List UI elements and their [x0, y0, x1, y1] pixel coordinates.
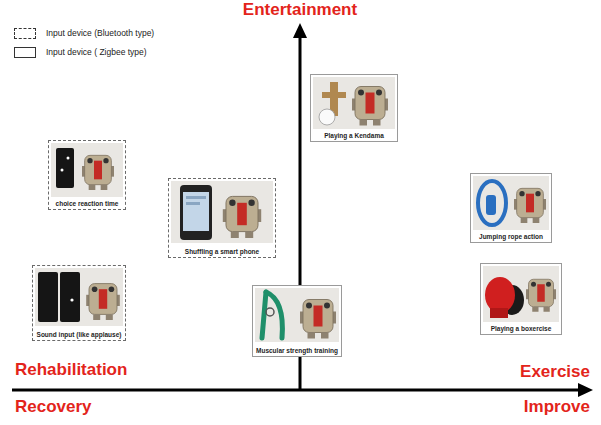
photo-box: Playing a Kendama: [310, 74, 398, 142]
photo-jumprope: [471, 174, 551, 242]
legend-sample: [14, 28, 36, 39]
photo-boxing: [481, 264, 561, 334]
photo-caption: Playing a boxercise: [483, 325, 559, 332]
legend-text: Input device ( Zigbee type): [46, 47, 147, 57]
axis-label: Improve: [440, 397, 590, 417]
photo-box: choice reaction time: [48, 140, 126, 210]
photo-kendama: [311, 75, 397, 141]
axis-title: Entertainment: [200, 0, 400, 20]
axis-label: Recovery: [15, 397, 175, 417]
photo-choice: [49, 141, 125, 209]
photo-caption: Shuffling a smart phone: [171, 248, 273, 255]
photo-caption: choice reaction time: [51, 200, 123, 207]
photo-caption: Jumping rope action: [473, 233, 549, 240]
photo-box: Playing a boxercise: [480, 263, 562, 335]
axis-label: Exercise: [440, 362, 590, 382]
photo-box: Muscular strength training: [252, 285, 342, 357]
photo-caption: Muscular strength training: [255, 347, 339, 354]
photo-box: Sound input (like applause): [32, 265, 126, 341]
axis-label: Rehabilitation: [15, 360, 175, 380]
legend-sample: [14, 47, 36, 58]
photo-box: Shuffling a smart phone: [168, 178, 276, 258]
photo-smartphone: [169, 179, 275, 257]
axes: [12, 23, 593, 397]
photo-caption: Sound input (like applause): [35, 331, 123, 338]
photo-gripper: [253, 286, 341, 356]
photo-box: Jumping rope action: [470, 173, 552, 243]
legend-text: Input device (Bluetooth type): [46, 28, 154, 38]
photo-caption: Playing a Kendama: [313, 132, 395, 139]
photo-sound: [33, 266, 125, 340]
